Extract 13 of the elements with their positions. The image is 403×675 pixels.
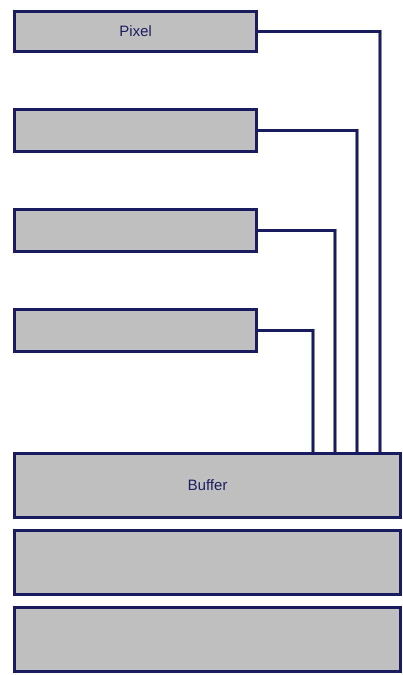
process-box xyxy=(13,452,402,519)
empty-box xyxy=(13,208,258,253)
connector-line xyxy=(258,229,336,452)
empty-box xyxy=(13,108,258,153)
box-label: Pixel xyxy=(119,23,152,40)
connector-line xyxy=(258,329,314,452)
process-box xyxy=(13,10,258,53)
connector-line xyxy=(258,129,358,452)
connector-line xyxy=(258,30,382,452)
empty-box xyxy=(13,308,258,353)
box-label: Buffer xyxy=(188,477,228,494)
empty-box xyxy=(13,529,402,596)
empty-box xyxy=(13,606,402,673)
